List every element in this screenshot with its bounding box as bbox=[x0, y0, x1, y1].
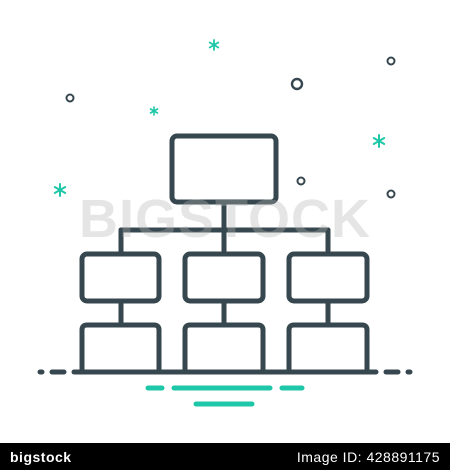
org-chart bbox=[79, 133, 370, 375]
middle-node-box bbox=[286, 251, 370, 304]
brand-logo-text: bigstock bbox=[10, 448, 72, 465]
top-node-box bbox=[169, 133, 279, 205]
circle-dot-icon bbox=[296, 176, 306, 186]
sparkle-icon bbox=[208, 39, 220, 51]
middle-node-box bbox=[182, 251, 266, 304]
bottom-node-box bbox=[182, 322, 266, 375]
decorations bbox=[53, 39, 396, 199]
circle-dot-icon bbox=[65, 93, 75, 103]
sparkle-icon bbox=[149, 106, 159, 116]
footer-bar: bigstock Image ID: 428891175 bbox=[0, 443, 450, 470]
circle-dot-icon bbox=[290, 77, 304, 91]
circle-dot-icon bbox=[386, 189, 396, 199]
circle-dot-icon bbox=[386, 56, 396, 66]
image-id-label: Image ID: 428891175 bbox=[296, 448, 440, 465]
sparkle-icon bbox=[53, 183, 67, 197]
bottom-node-box bbox=[79, 322, 162, 375]
accent-lines bbox=[145, 385, 305, 407]
bottom-node-box bbox=[286, 322, 370, 375]
middle-node-box bbox=[79, 251, 162, 304]
sparkle-icon bbox=[372, 134, 386, 148]
